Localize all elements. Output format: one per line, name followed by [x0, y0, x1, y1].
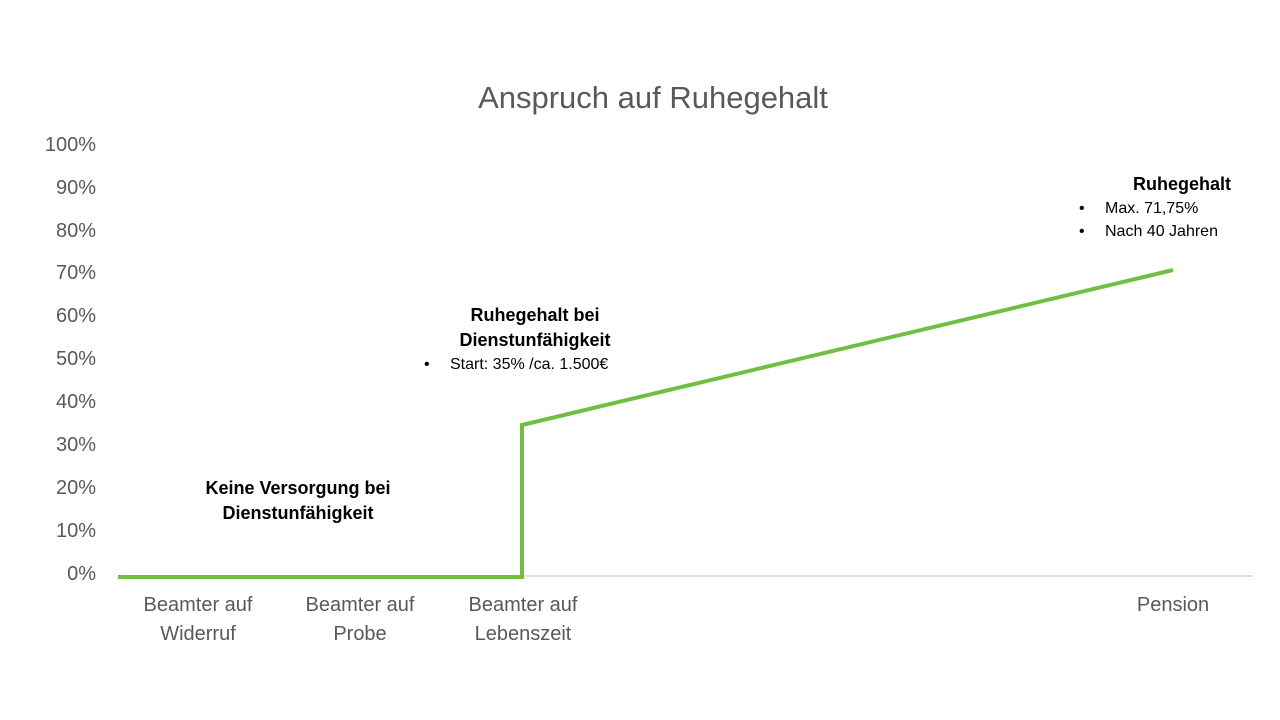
annotation-bullet: Nach 40 Jahren [1079, 220, 1269, 243]
x-tick-lebenszeit: Beamter auf Lebenszeit [468, 594, 578, 645]
annotation-keine-versorgung: Keine Versorgung bei Dienstunfähigkeit [205, 478, 391, 523]
annotation-bullet: Max. 71,75% [1079, 197, 1269, 220]
annotation-bullet: Start: 35% /ca. 1.500€ [424, 353, 650, 376]
y-tick: 50% [55, 348, 96, 370]
y-tick: 20% [55, 477, 96, 499]
chart-title: Anspruch auf Ruhegehalt [478, 80, 828, 115]
y-tick: 0% [67, 563, 96, 585]
y-tick: 100% [44, 134, 96, 156]
y-tick: 30% [55, 434, 96, 456]
y-tick: 70% [55, 262, 96, 284]
annotation-dienstunfaehigkeit: Ruhegehalt bei Dienstunfähigkeit Start: … [420, 303, 650, 376]
ruhegehalt-line [118, 268, 1174, 579]
y-tick: 40% [55, 391, 96, 413]
y-tick: 90% [55, 177, 96, 199]
x-tick-probe: Beamter auf Probe [305, 594, 415, 645]
x-tick-pension: Pension [1136, 594, 1210, 616]
y-tick: 60% [55, 305, 96, 327]
x-tick-widerruf: Beamter auf Widerruf [143, 594, 253, 645]
annotation-ruhegehalt: Ruhegehalt Max. 71,75% Nach 40 Jahren [1079, 172, 1269, 243]
y-tick: 80% [55, 220, 96, 242]
y-tick: 10% [55, 520, 96, 542]
